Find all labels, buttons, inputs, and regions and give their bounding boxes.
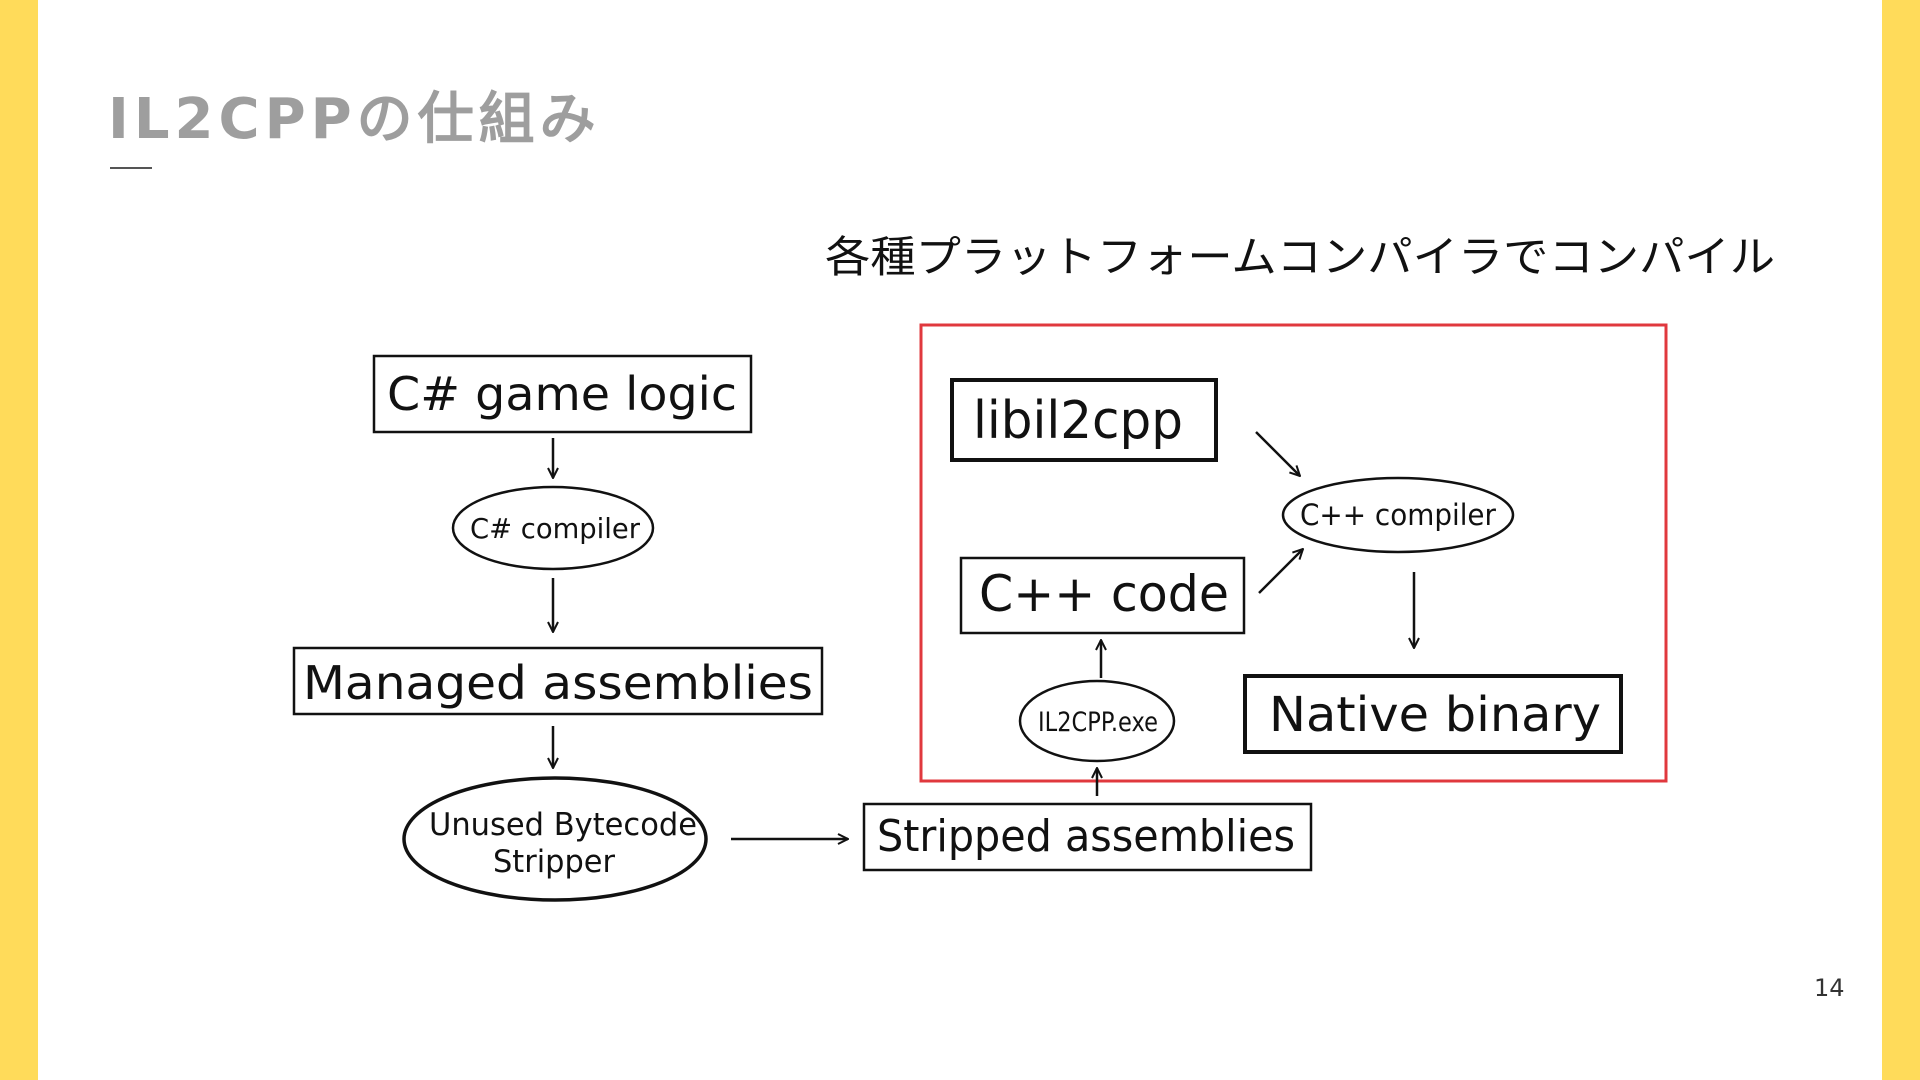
left-accent-bar [0,0,38,1080]
il2cpp-exe-node: IL2CPP.exe [1018,679,1176,763]
native-binary-label: Native binary [1269,687,1601,743]
bytecode-stripper-label-line1: Unused Bytecode [429,807,697,843]
native-compile-highlight-frame [919,323,1668,783]
csharp-compiler-label: C# compiler [470,512,640,545]
cpp-code-label: C++ code [979,565,1229,623]
managed-assemblies-node: Managed assemblies [292,646,824,716]
slide-title: IL2CPPの仕組み [108,87,601,152]
cpp-compiler-node: C++ compiler [1281,476,1515,554]
compile-caption: 各種プラットフォームコンパイラでコンパイル [825,233,1775,283]
libil2cpp-label: libil2cpp [973,391,1183,451]
bytecode-stripper-node: Unused Bytecode Stripper [402,776,708,902]
bytecode-stripper-label-line2: Stripper [493,844,615,880]
libil2cpp-node: libil2cpp [950,378,1218,462]
arrow-libil2cpp-to-cpp-compiler [1255,431,1300,476]
cpp-compiler-label: C++ compiler [1300,498,1496,532]
page-number: 14 [1814,974,1845,1002]
cpp-code-node: C++ code [959,556,1246,635]
title-underline [110,167,152,169]
stripped-assemblies-node: Stripped assemblies [862,802,1313,872]
stripped-assemblies-label: Stripped assemblies [877,811,1295,862]
il2cpp-exe-label: IL2CPP.exe [1038,707,1158,738]
managed-assemblies-label: Managed assemblies [303,656,813,710]
csharp-game-logic-node: C# game logic [372,354,753,434]
csharp-game-logic-label: C# game logic [387,367,737,421]
arrow-cpp-code-to-cpp-compiler [1258,549,1303,594]
csharp-compiler-node: C# compiler [451,485,655,571]
right-accent-bar [1882,0,1920,1080]
native-binary-node: Native binary [1243,674,1623,754]
